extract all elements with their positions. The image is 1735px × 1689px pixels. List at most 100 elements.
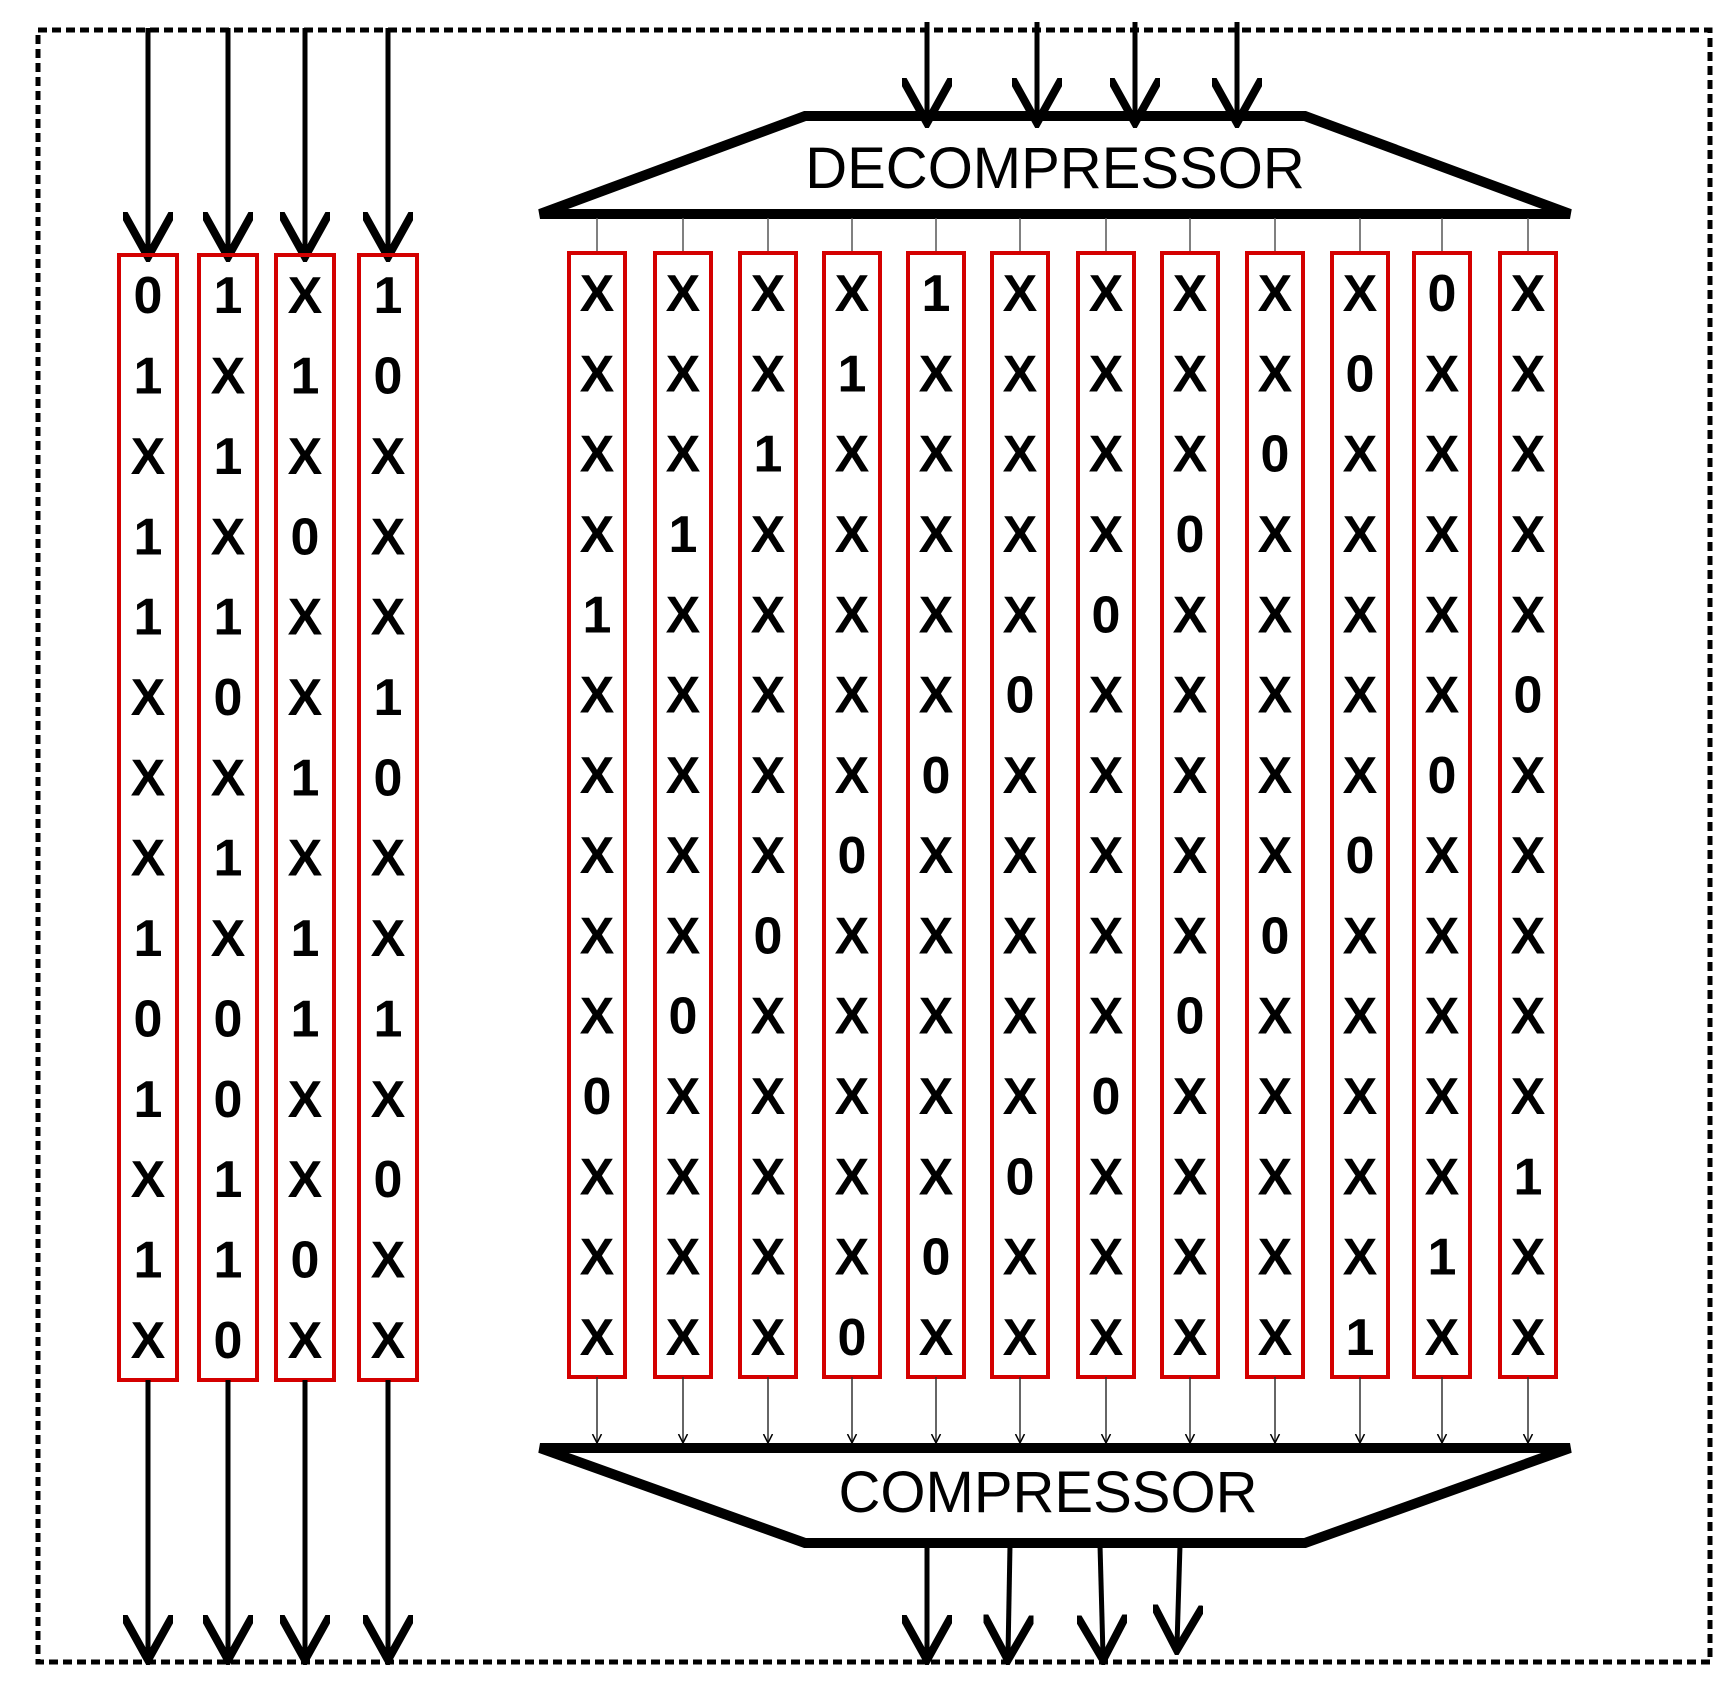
- scan-cell-value: X: [1425, 1148, 1460, 1206]
- scan-cell-value: X: [751, 827, 786, 885]
- scan-cell-value: X: [1511, 1229, 1546, 1287]
- scan-cell-value: 0: [134, 267, 163, 325]
- scan-cell-value: 1: [291, 910, 320, 968]
- scan-cell-value: X: [666, 1309, 701, 1367]
- scan-chain-border: [1160, 251, 1220, 1379]
- scan-cell-value: X: [666, 667, 701, 725]
- scan-cell-value: X: [1511, 747, 1546, 805]
- scan-cell-value: X: [1425, 907, 1460, 965]
- scan-cell-value: X: [1343, 1229, 1378, 1287]
- scan-cell-value: X: [835, 988, 870, 1046]
- scan-cell-value: X: [1343, 1148, 1378, 1206]
- scan-cell-value: X: [751, 345, 786, 403]
- scan-cell-value: X: [666, 1068, 701, 1126]
- scan-cell-value: X: [1003, 827, 1038, 885]
- scan-cell-value: X: [1425, 345, 1460, 403]
- scan-cell-value: 1: [214, 267, 243, 325]
- scan-cell-value: X: [1089, 426, 1124, 484]
- scan-cell-value: 1: [291, 990, 320, 1048]
- scan-cell-value: X: [919, 988, 954, 1046]
- scan-cell-value: 1: [214, 589, 243, 647]
- scan-cell-value: X: [1003, 907, 1038, 965]
- scan-cell-value: X: [1173, 667, 1208, 725]
- scan-cell-value: X: [288, 267, 323, 325]
- scan-cell-value: X: [1089, 265, 1124, 323]
- scan-chain-border: [117, 253, 179, 1382]
- scan-cell-value: X: [1173, 265, 1208, 323]
- scan-cell-value: X: [751, 586, 786, 644]
- scan-chain-border: [653, 251, 713, 1379]
- scan-cell-value: X: [1173, 345, 1208, 403]
- scan-cell-value: X: [211, 348, 246, 406]
- scan-cell-value: 0: [214, 990, 243, 1048]
- scan-cell-value: 0: [1261, 426, 1290, 484]
- scan-chain-border: [197, 253, 259, 1382]
- scan-cell-value: X: [1173, 1309, 1208, 1367]
- scan-cell-value: X: [1089, 907, 1124, 965]
- scan-cell-value: X: [1511, 506, 1546, 564]
- scan-cell-value: X: [371, 1312, 406, 1370]
- scan-cell-value: X: [1343, 265, 1378, 323]
- scan-cell-value: X: [131, 830, 166, 888]
- scan-cell-value: X: [919, 907, 954, 965]
- scan-cell-value: 0: [838, 1309, 867, 1367]
- scan-cell-value: X: [1089, 988, 1124, 1046]
- scan-cell-value: X: [666, 827, 701, 885]
- scan-cell-value: X: [1258, 1229, 1293, 1287]
- scan-cell-value: X: [131, 1151, 166, 1209]
- scan-cell-value: 1: [374, 669, 403, 727]
- scan-cell-value: X: [371, 830, 406, 888]
- scan-cell-value: X: [371, 589, 406, 647]
- scan-cell-value: X: [1258, 586, 1293, 644]
- scan-cell-value: X: [1258, 506, 1293, 564]
- scan-cell-value: X: [1425, 667, 1460, 725]
- scan-cell-value: X: [211, 910, 246, 968]
- scan-cell-value: 1: [214, 1231, 243, 1289]
- scan-cell-value: X: [580, 506, 615, 564]
- scan-chain-border: [357, 253, 419, 1382]
- scan-cell-value: 1: [214, 830, 243, 888]
- scan-cell-value: 1: [134, 1231, 163, 1289]
- scan-cell-value: X: [288, 830, 323, 888]
- scan-cell-value: X: [211, 508, 246, 566]
- scan-cell-value: X: [211, 749, 246, 807]
- scan-cell-value: X: [751, 1148, 786, 1206]
- scan-chain-border: [1412, 251, 1472, 1379]
- scan-cell-value: 0: [1514, 667, 1543, 725]
- scan-cell-value: X: [1258, 1148, 1293, 1206]
- scan-cell-value: 1: [134, 508, 163, 566]
- scan-cell-value: 0: [922, 747, 951, 805]
- compressor-label: COMPRESSOR: [839, 1460, 1258, 1525]
- scan-cell-value: 0: [1092, 1068, 1121, 1126]
- scan-cell-value: 0: [754, 907, 783, 965]
- scan-cell-value: 1: [1346, 1309, 1375, 1367]
- scan-cell-value: X: [1258, 988, 1293, 1046]
- scan-cell-value: X: [835, 586, 870, 644]
- scan-cell-value: X: [1425, 426, 1460, 484]
- scan-cell-value: X: [371, 428, 406, 486]
- scan-cell-value: X: [666, 907, 701, 965]
- scan-cell-value: X: [1173, 827, 1208, 885]
- scan-cell-value: X: [1511, 265, 1546, 323]
- scan-cell-value: X: [1511, 586, 1546, 644]
- scan-cell-value: X: [1511, 907, 1546, 965]
- scan-cell-value: X: [580, 345, 615, 403]
- scan-cell-value: X: [131, 1312, 166, 1370]
- scan-cell-value: 0: [922, 1229, 951, 1287]
- scan-cell-value: X: [919, 426, 954, 484]
- scan-cell-value: X: [666, 265, 701, 323]
- scan-cell-value: 0: [583, 1068, 612, 1126]
- scan-cell-value: X: [1343, 506, 1378, 564]
- scan-cell-value: X: [371, 1071, 406, 1129]
- scan-cell-value: X: [371, 508, 406, 566]
- scan-cell-value: X: [1343, 426, 1378, 484]
- scan-cell-value: 1: [214, 428, 243, 486]
- scan-chain-border: [1245, 251, 1305, 1379]
- compressor-output-arrow: [1100, 1544, 1103, 1655]
